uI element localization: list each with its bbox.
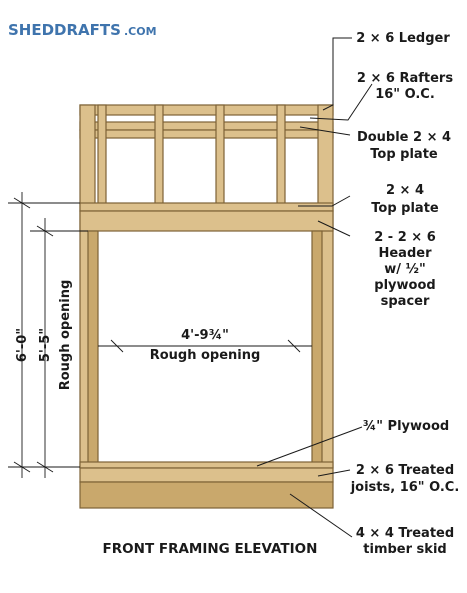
right-jack-stud [311, 230, 323, 468]
callout-double-top-plate: Double 2 × 4 Top plate [357, 130, 451, 162]
plywood-label: ¾" Plywood [363, 419, 449, 434]
width-label: Rough opening [150, 348, 261, 363]
double-top-plate-lower [79, 129, 334, 139]
top-plate-label-line2: Top plate [371, 201, 439, 216]
height-dimensions: 6'-0" 5'-5" Rough opening [8, 192, 88, 478]
header-label-line3: w/ ½" [384, 262, 426, 277]
rough-height-label: Rough opening [58, 280, 73, 391]
left-jack-stud [87, 230, 99, 468]
header-label-line4: plywood [374, 278, 435, 293]
floor-joist [79, 467, 334, 483]
callout-rafters: 2 × 6 Rafters 16" O.C. [357, 71, 453, 102]
rough-height-text: 5'-5" [38, 328, 53, 362]
header-label-line1: 2 - 2 × 6 [374, 230, 436, 245]
callout-header: 2 - 2 × 6 Header w/ ½" plywood spacer [374, 230, 436, 309]
callout-skid: 4 × 4 Treated timber skid [356, 526, 454, 557]
rafters-label-line1: 2 × 6 Rafters [357, 71, 453, 86]
joists-label-line2: joists, 16" O.C. [350, 480, 460, 495]
figure-caption: FRONT FRAMING ELEVATION [103, 541, 318, 557]
top-plate-label-line1: 2 × 4 [386, 183, 424, 198]
brand-logo: SHEDDRAFTS .COM [8, 21, 157, 39]
top-plate [79, 202, 334, 212]
double-top-plate-label-line2: Top plate [370, 147, 438, 162]
header [79, 210, 334, 232]
cripple-stud-2 [154, 104, 164, 211]
joists-label-line1: 2 × 6 Treated [356, 463, 454, 478]
width-dimension: 4'-9¾" Rough opening [98, 328, 312, 363]
cripple-stud-4 [276, 104, 286, 211]
ledger-label: 2 × 6 Ledger [356, 31, 450, 46]
double-top-plate-label-line1: Double 2 × 4 [357, 130, 451, 145]
brand-name: SHEDDRAFTS [8, 21, 121, 39]
ledger-board [79, 104, 334, 116]
skid-label-line2: timber skid [363, 542, 446, 557]
cripple-stud-3 [215, 104, 225, 211]
leader-lines [256, 37, 373, 538]
rafters-label-line2: 16" O.C. [375, 87, 435, 102]
callout-plywood: ¾" Plywood [363, 419, 449, 434]
callout-top-plate: 2 × 4 Top plate [371, 183, 439, 216]
callout-joists: 2 × 6 Treated joists, 16" O.C. [350, 463, 460, 495]
header-label-line5: spacer [381, 294, 430, 309]
overall-height-text: 6'-0" [15, 328, 30, 362]
header-label-line2: Header [378, 246, 432, 261]
timber-skid [79, 481, 334, 509]
skid-label-line1: 4 × 4 Treated [356, 526, 454, 541]
wall-frame [79, 104, 334, 509]
callout-ledger: 2 × 6 Ledger [356, 31, 450, 46]
cripple-stud-1 [97, 104, 107, 211]
width-text: 4'-9¾" [181, 328, 229, 343]
plywood-floor [79, 461, 334, 469]
brand-suffix: .COM [124, 25, 157, 38]
double-top-plate-upper [79, 121, 334, 131]
